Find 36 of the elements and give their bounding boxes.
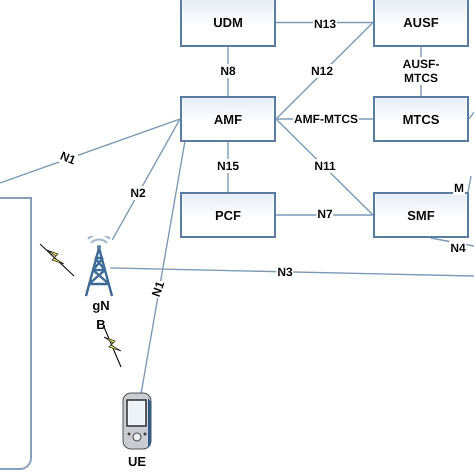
network-function-box [373,192,469,238]
node-label: PCF [215,208,241,222]
edge-label: N12 [310,64,334,78]
connector-line [140,142,186,396]
edge-label: AMF-MTCS [293,112,359,126]
edge-label: N7 [316,207,334,221]
connector-line [276,118,374,216]
connector-line [112,118,181,240]
network-function-box [373,0,469,47]
network-function-box [180,96,276,142]
node-label: AUSF [403,15,439,30]
network-function-box [373,96,469,142]
node-label: MTCS [402,112,440,126]
edge-label: N13 [313,17,337,31]
edge-label: N15 [216,159,240,173]
connector-line [0,118,180,184]
outline-box [0,197,32,470]
edge-label: M [453,181,465,195]
connector-line [468,112,474,120]
edge-label: N4 [449,241,467,255]
connector-line [467,176,472,192]
node-label: UDM [213,15,243,30]
edge-label: N3 [276,265,294,279]
edge-label: N8 [219,64,237,78]
connector-line [430,237,474,247]
edge-label: AUSF- MTCS [400,57,442,85]
edge-label: N2 [129,186,147,200]
node-label: SMF [407,208,435,222]
node-label: UE [126,454,148,469]
node-label: AMF [214,112,242,126]
network-function-box [180,192,276,238]
network-function-box [180,0,276,47]
node-label: gNB [91,297,111,334]
connector-line [276,214,373,216]
edge-label: N11 [313,159,337,173]
connector-line [110,267,474,277]
